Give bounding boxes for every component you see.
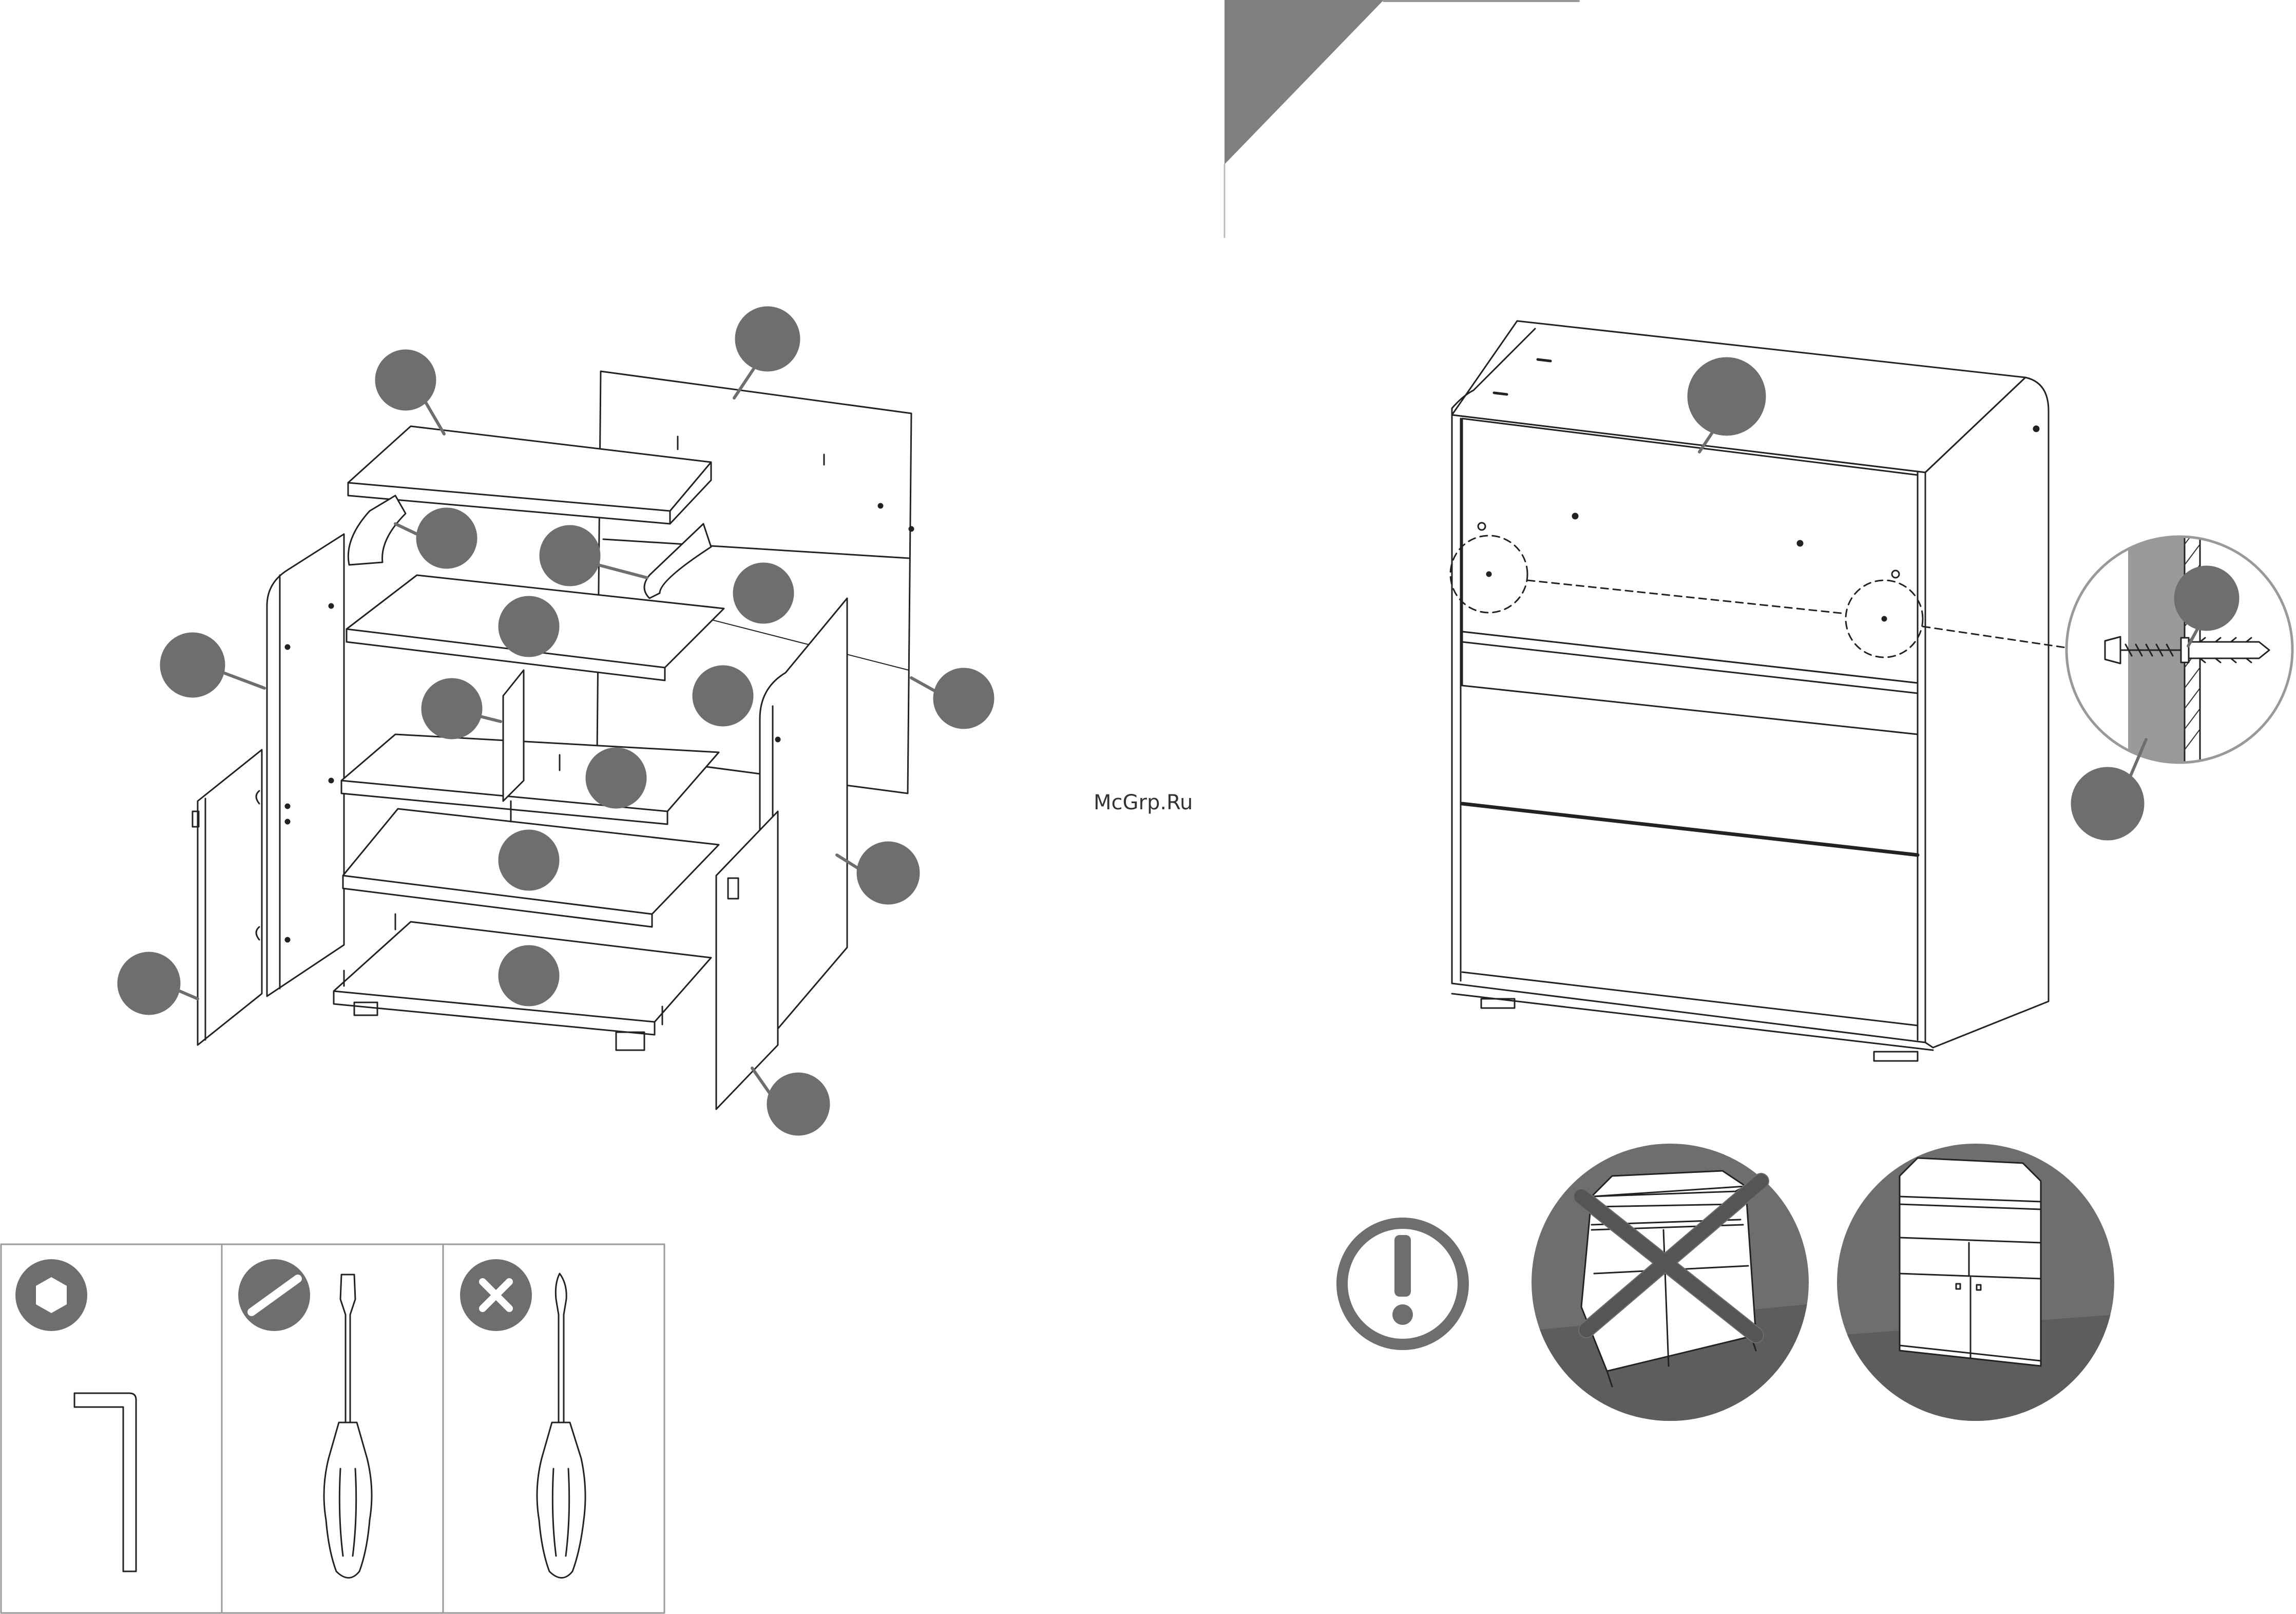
right-door (716, 811, 778, 1109)
correct-example (1837, 1144, 2115, 1428)
callout-marker (161, 633, 264, 697)
callout-marker (118, 953, 198, 1014)
corner-tab (1224, 0, 1579, 237)
cross-icon (460, 1259, 532, 1331)
callout-marker (911, 669, 993, 728)
assembled-cabinet (1450, 321, 2079, 1061)
left-rail (348, 496, 406, 565)
screwdriver-icon (324, 1275, 372, 1578)
callout-marker (752, 1068, 829, 1135)
hexagon-icon (15, 1259, 87, 1331)
callout-marker (376, 350, 444, 434)
callout-marker (422, 679, 501, 738)
left-side-panel (267, 534, 344, 996)
callout-marker (837, 842, 919, 904)
callout-marker (499, 597, 559, 656)
callout-marker (586, 748, 646, 808)
callout-marker (693, 666, 753, 726)
exclamation-icon (1342, 1223, 1463, 1344)
wall-anchor-detail (2064, 534, 2292, 840)
callout-marker (734, 307, 799, 398)
allen-key-icon (74, 1393, 136, 1571)
slash-icon (238, 1259, 310, 1331)
left-door (193, 750, 262, 1045)
screwdriver-icon (537, 1274, 585, 1578)
incorrect-example (1532, 1144, 1812, 1428)
tool-allen-key (15, 1259, 136, 1571)
callout-marker (499, 946, 559, 1005)
callout-marker (499, 830, 559, 890)
tool-phillips-screwdriver (460, 1259, 585, 1578)
callout-marker (734, 563, 793, 623)
tool-flathead-screwdriver (238, 1259, 372, 1578)
callout-marker (395, 508, 476, 568)
exploded-cabinet (193, 371, 913, 1109)
